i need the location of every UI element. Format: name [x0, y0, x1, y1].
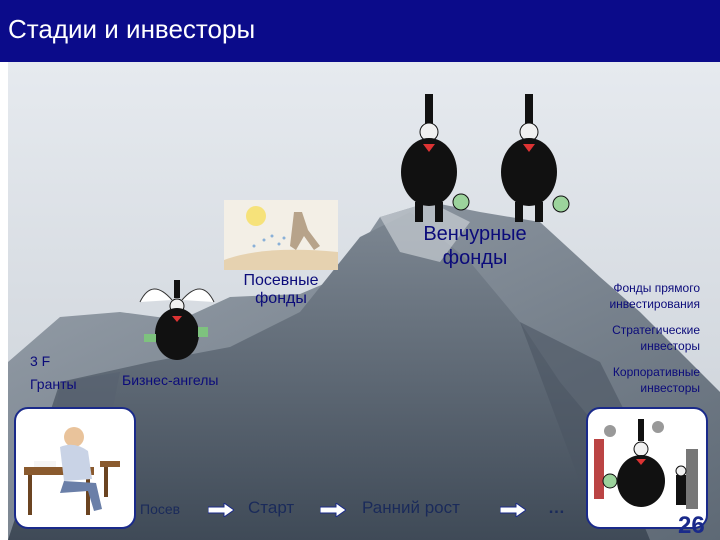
title-bar: Стадии и инвесторы: [0, 0, 720, 62]
page-number: 26: [678, 512, 705, 539]
seed-funds-label: Посевные фонды: [243, 272, 319, 307]
business-angel-picture: [139, 280, 215, 360]
venture-funds-label: Венчурные фонды: [423, 223, 527, 269]
sower-picture: [224, 200, 338, 270]
stage-more: …: [548, 498, 565, 517]
three-f-label: 3 F: [30, 353, 51, 369]
arrow-icon: [500, 503, 526, 517]
corporate-card: [586, 407, 708, 529]
corporate-investors-label: Корпоративные инвесторы: [612, 365, 700, 395]
strategic-investors-label: Стратегические инвесторы: [612, 323, 700, 353]
student-card: [14, 407, 136, 529]
arrow-icon: [320, 503, 346, 517]
private-equity-label: Фонды прямого инвестирования: [609, 281, 700, 311]
corporate-investors-picture: [594, 419, 698, 509]
stage-early-growth: Ранний рост: [362, 498, 460, 517]
arrow-icon: [208, 503, 234, 517]
business-angels-label: Бизнес-ангелы: [122, 372, 219, 388]
venture-investors-picture: [401, 94, 570, 222]
page-title: Стадии и инвесторы: [8, 14, 256, 44]
stage-seed: Посев: [140, 501, 181, 517]
grants-label: Гранты: [30, 376, 77, 392]
stage-start: Старт: [248, 498, 295, 517]
student-picture: [24, 427, 120, 515]
